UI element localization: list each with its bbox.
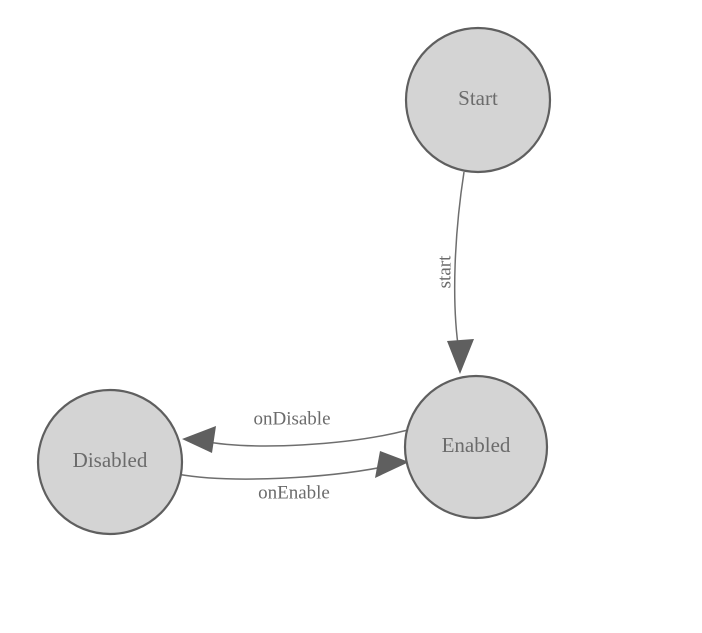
edge-label-ondisable: onDisable <box>253 408 330 429</box>
edge-enabled-to-disabled[interactable]: onDisable <box>182 408 409 453</box>
node-start[interactable]: Start <box>404 26 552 174</box>
node-enabled[interactable]: Enabled <box>403 374 549 520</box>
node-start-label: Start <box>458 86 498 110</box>
node-disabled-circle <box>36 388 184 536</box>
node-disabled-label: Disabled <box>73 448 148 472</box>
edge-label-start: start <box>434 255 455 288</box>
node-disabled[interactable]: Disabled <box>36 388 184 536</box>
edge-disabled-to-enabled-path <box>176 465 389 480</box>
edge-enabled-to-disabled-path <box>201 429 409 447</box>
edge-disabled-to-enabled[interactable]: onEnable <box>176 451 409 503</box>
edge-label-onenable: onEnable <box>258 482 330 503</box>
arrowhead-into-enabled <box>447 339 474 374</box>
node-enabled-circle <box>403 374 549 520</box>
arrowhead-into-enabled-from-disabled <box>375 451 409 478</box>
node-start-circle <box>404 26 552 174</box>
edge-start-to-enabled[interactable]: start <box>434 171 474 374</box>
arrowhead-into-disabled <box>182 426 216 453</box>
edge-start-to-enabled-path <box>453 171 465 353</box>
node-enabled-label: Enabled <box>442 433 511 457</box>
